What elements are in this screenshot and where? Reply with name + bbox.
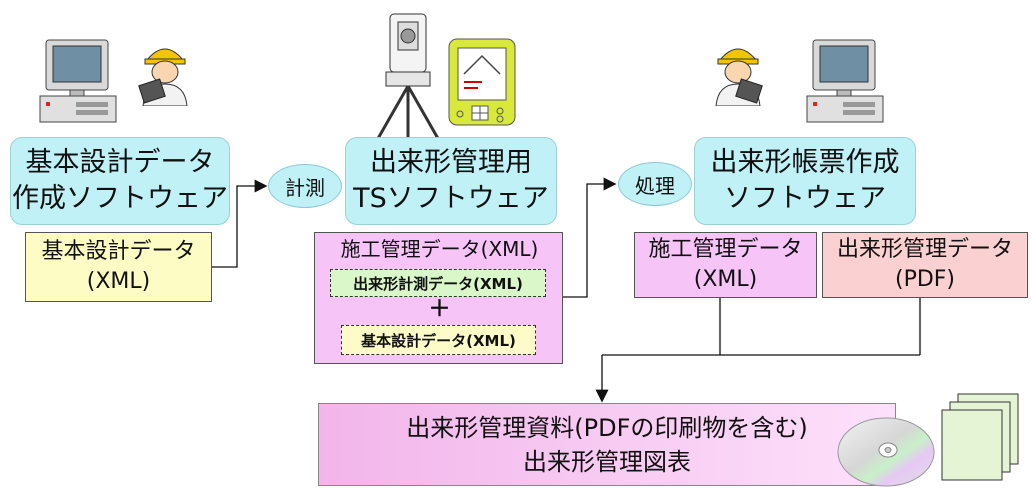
ts-software-line1: 出来形管理用 xyxy=(370,147,532,178)
desktop-computer-icon xyxy=(806,39,884,123)
management-pdf-box: 出来形管理データ (PDF) xyxy=(822,232,1028,298)
arrow-design-to-measure xyxy=(212,179,268,268)
report-software-node: 出来形帳票作成 ソフトウェア xyxy=(694,137,916,225)
ts-software-line2: TSソフトウェア xyxy=(353,183,549,214)
total-station-icon xyxy=(374,13,442,142)
design-data-box: 基本設計データ (XML) xyxy=(25,232,212,302)
desktop-computer-icon xyxy=(39,39,117,123)
process-step: 処理 xyxy=(618,162,692,206)
ts-software-node: 出来形管理用 TSソフトウェア xyxy=(345,137,557,225)
design-data-inner-box: 基本設計データ(XML) xyxy=(341,325,536,355)
measured-data-label: 出来形計測データ(XML) xyxy=(353,274,523,293)
design-software-node: 基本設計データ 作成ソフトウェア xyxy=(10,137,230,225)
process-step-label: 処理 xyxy=(635,173,675,198)
design-data-line2: (XML) xyxy=(86,269,151,294)
arrow-construction-to-process xyxy=(563,177,617,298)
handheld-controller-icon xyxy=(448,38,516,126)
construction-xml-box: 施工管理データ (XML) xyxy=(634,232,817,298)
management-pdf-line2: (PDF) xyxy=(894,267,956,292)
output-line2: 出来形管理図表 xyxy=(523,447,691,476)
design-software-line1: 基本設計データ xyxy=(25,147,215,178)
report-software-line2: ソフトウェア xyxy=(724,183,886,214)
plus-sign: ＋ xyxy=(428,297,451,322)
output-line1: 出来形管理資料(PDFの印刷物を含む) xyxy=(406,413,808,442)
construction-xml-line1: 施工管理データ xyxy=(648,237,803,262)
design-software-line2: 作成ソフトウェア xyxy=(12,183,228,214)
construction-data-box: 施工管理データ(XML) 出来形計測データ(XML) ＋ 基本設計データ(XML… xyxy=(314,232,563,364)
measure-step: 計測 xyxy=(268,164,342,208)
output-box: 出来形管理資料(PDFの印刷物を含む) 出来形管理図表 xyxy=(318,403,896,486)
measured-data-box: 出来形計測データ(XML) xyxy=(330,269,546,297)
construction-xml-line2: (XML) xyxy=(693,267,758,292)
surveyor-worker-icon xyxy=(138,48,188,106)
surveyor-worker-icon xyxy=(715,48,763,106)
design-data-line1: 基本設計データ xyxy=(41,239,196,264)
management-pdf-line1: 出来形管理データ xyxy=(836,237,1013,262)
design-data-inner-label: 基本設計データ(XML) xyxy=(361,331,516,350)
paper-stack-icon xyxy=(941,393,1019,481)
cd-disc-icon xyxy=(837,417,935,487)
construction-data-title: 施工管理データ(XML) xyxy=(340,237,539,261)
report-software-line1: 出来形帳票作成 xyxy=(710,147,900,178)
measure-step-label: 計測 xyxy=(285,175,325,200)
